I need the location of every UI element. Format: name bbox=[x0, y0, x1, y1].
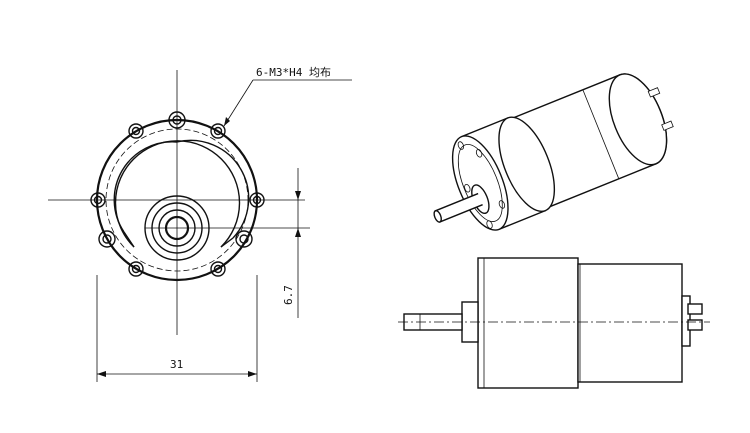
side-gearbox bbox=[477, 257, 579, 389]
recess-inner-arc bbox=[113, 139, 250, 239]
iso-hole bbox=[498, 200, 506, 209]
mounting-holes bbox=[90, 111, 265, 277]
mounting-hole bbox=[235, 230, 253, 248]
recess-end-left bbox=[123, 231, 135, 248]
iso-terminal bbox=[647, 87, 661, 98]
mounting-hole bbox=[98, 230, 116, 248]
mounting-hole bbox=[90, 192, 106, 208]
mounting-hole bbox=[128, 123, 144, 139]
gearbox-rear bbox=[498, 116, 556, 213]
mounting-hole bbox=[249, 192, 265, 208]
mounting-hole-inner bbox=[239, 234, 249, 244]
mounting-hole bbox=[128, 261, 144, 277]
offset-dim-arrow-bottom bbox=[295, 228, 301, 237]
hole-callout-text: 6-M3*H4 均布 bbox=[256, 66, 331, 79]
isometric-view bbox=[433, 73, 674, 231]
mounting-hole bbox=[210, 123, 226, 139]
callout-arrowhead bbox=[224, 117, 230, 126]
flange-outer-circle bbox=[95, 118, 259, 282]
mounting-hole-inner bbox=[252, 195, 262, 205]
iso-shaft-tip bbox=[433, 209, 442, 223]
recess-end-right bbox=[220, 237, 234, 248]
offset-dim-arrow-top bbox=[295, 191, 301, 200]
can-seam bbox=[582, 89, 620, 179]
mounting-hole-inner bbox=[93, 195, 103, 205]
mounting-hole-inner bbox=[102, 234, 112, 244]
iso-hole bbox=[475, 149, 483, 158]
callout-leader bbox=[223, 79, 254, 127]
diameter-arrow-left bbox=[97, 371, 106, 377]
iso-hole bbox=[457, 141, 465, 150]
mounting-hole-inner bbox=[213, 126, 223, 136]
side-view bbox=[398, 257, 710, 389]
side-terminal-top bbox=[687, 303, 703, 315]
side-motor-can bbox=[577, 263, 683, 383]
gearbox-face-outer bbox=[451, 135, 509, 231]
diameter-arrow-right bbox=[248, 371, 257, 377]
mounting-hole-inner bbox=[131, 126, 141, 136]
iso-hole bbox=[464, 184, 471, 193]
side-terminal-bottom bbox=[687, 319, 703, 331]
front-view: 6-M3*H4 均布 6.7 31 bbox=[48, 66, 352, 382]
mounting-hole bbox=[210, 261, 226, 277]
mounting-hole bbox=[168, 111, 186, 129]
diameter-dim-text: 31 bbox=[170, 358, 183, 371]
iso-hole bbox=[486, 220, 493, 229]
gearbox-face-inner bbox=[457, 144, 503, 222]
mounting-hole-inner bbox=[213, 264, 223, 274]
offset-dim-text: 6.7 bbox=[282, 285, 295, 305]
mounting-hole-inner bbox=[131, 264, 141, 274]
iso-terminal bbox=[661, 120, 674, 131]
recess-outer-arc bbox=[114, 140, 241, 248]
mounting-hole-inner bbox=[172, 115, 182, 125]
